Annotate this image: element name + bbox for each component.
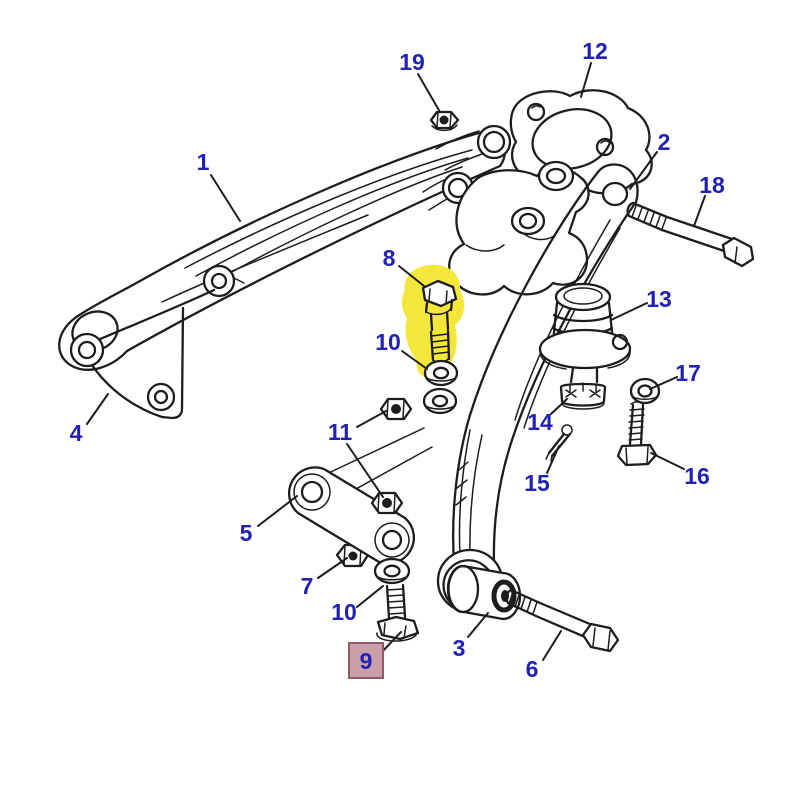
part-10-washer-lower (373, 557, 411, 585)
part-15-split-pin (545, 424, 573, 462)
part-13-ball-joint (538, 282, 632, 384)
leader-line-6 (542, 630, 562, 661)
leader-line-15 (546, 445, 560, 474)
leader-line-10 (401, 350, 428, 370)
leader-line-10 (356, 585, 384, 608)
part-17-washer (629, 377, 661, 405)
leader-line-16 (650, 452, 685, 470)
leader-line-2 (629, 151, 658, 190)
leader-line-11 (356, 410, 387, 428)
leader-line-12 (580, 62, 592, 98)
pivot-housing (448, 160, 590, 296)
part-11-nuts (370, 397, 413, 515)
part-19-nut (429, 110, 460, 132)
part-label-10: 10 (375, 329, 401, 355)
part-label-5: 5 (240, 520, 253, 546)
leader-line-13 (610, 302, 648, 321)
leader-line-5 (257, 495, 298, 527)
part-label-14: 14 (527, 409, 553, 435)
part-label-15: 15 (524, 470, 550, 496)
leader-line-11-1 (346, 443, 384, 498)
part-4-bracket (69, 288, 216, 420)
part-label-19: 19 (399, 49, 425, 75)
part-label-11: 11 (328, 419, 353, 445)
part-label-18: 18 (699, 172, 725, 198)
part-6-bolt (505, 588, 620, 653)
leader-line-19 (417, 73, 441, 113)
part-label-4: 4 (70, 420, 83, 446)
part-8-bolt (401, 264, 465, 381)
label-highlight-box (348, 642, 384, 679)
part-10-washers-upper (422, 359, 459, 415)
part-label-2: 2 (658, 129, 671, 155)
part-label-8: 8 (383, 245, 396, 271)
part-label-12: 12 (582, 38, 608, 64)
leader-line-4 (86, 393, 109, 425)
leader-line-3 (467, 612, 489, 638)
part-5-plate (287, 427, 433, 568)
leader-line-18 (693, 195, 706, 227)
part-label-6: 6 (526, 656, 539, 682)
part-18-bolt (626, 201, 755, 268)
part-label-1: 1 (197, 149, 210, 175)
part-label-10: 10 (331, 599, 357, 625)
leader-line-1 (210, 174, 241, 222)
part-16-bolt (616, 401, 658, 467)
part-label-13: 13 (646, 286, 672, 312)
leader-line-7 (317, 557, 348, 579)
leader-line-8 (398, 265, 425, 287)
leader-line-17 (649, 376, 678, 390)
part-14-castle-nut (559, 382, 607, 410)
part-label-17: 17 (675, 360, 701, 386)
leader-line-14 (550, 398, 568, 415)
leader-line-9 (380, 631, 402, 654)
part-label-3: 3 (453, 635, 466, 661)
part-9-bolt (376, 583, 420, 642)
part-label-16: 16 (684, 463, 710, 489)
part-label-9: 9 (360, 648, 373, 674)
part-label-7: 7 (301, 573, 314, 599)
